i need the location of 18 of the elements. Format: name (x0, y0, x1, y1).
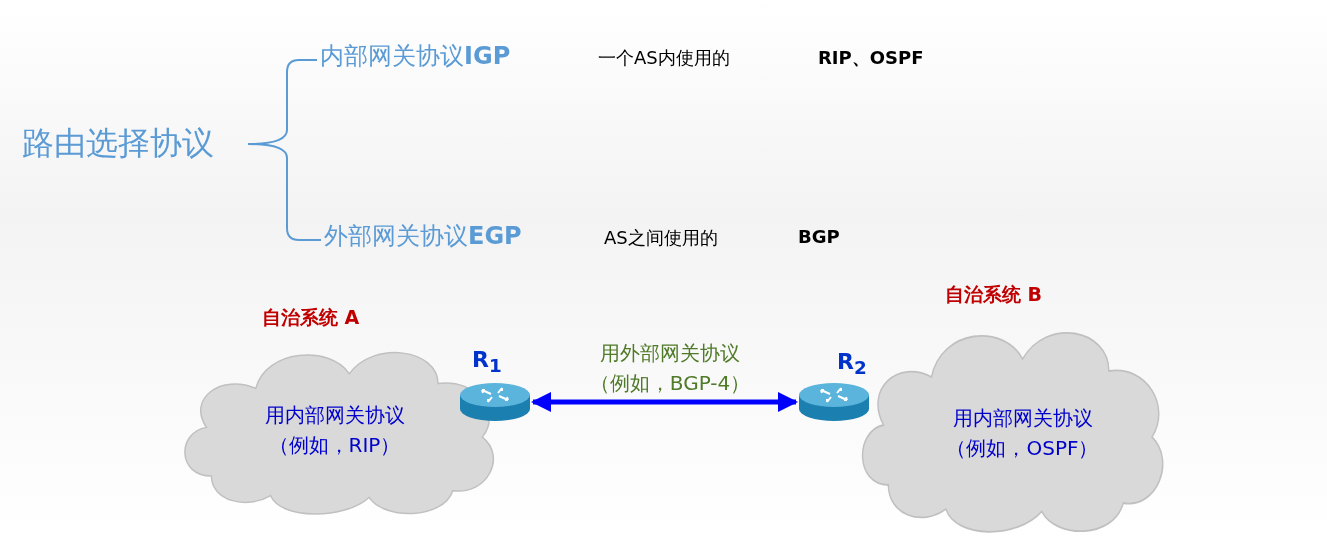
router-label: R$_{1}$ (472, 348, 502, 379)
edge-label: 用外部网关协议（例如，BGP-4） (588, 340, 752, 397)
note-text: RIP、OSPF (818, 46, 924, 70)
router-label: R$_{2}$ (837, 350, 867, 381)
double-arrow (531, 392, 798, 412)
note-text: BGP (798, 226, 840, 247)
system-title: 自治系统 B (945, 282, 1043, 307)
system-title: 自治系统 A (262, 305, 360, 330)
bracket-line (247, 143, 322, 241)
branch-text: 内部网关协议IGP (320, 40, 580, 80)
router (458, 348, 532, 423)
note-text: 一个AS内使用的 (598, 46, 730, 70)
cloud-text: 用内部网关协议（例如，OSPF） (945, 405, 1100, 462)
note-text: AS之间使用的 (604, 226, 718, 250)
router (797, 350, 871, 423)
branch-text: 外部网关协议EGP (324, 220, 589, 260)
cloud-text: 用内部网关协议（例如，RIP） (263, 402, 406, 459)
heading-text: 路由选择协议 (22, 122, 244, 166)
